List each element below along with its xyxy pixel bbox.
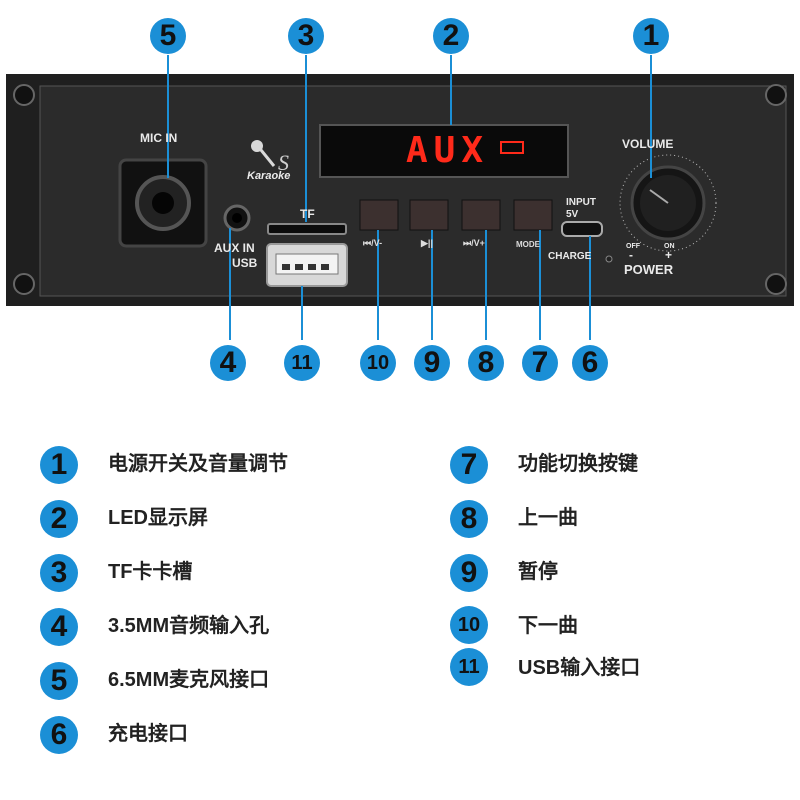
callout-11: 11 bbox=[284, 345, 320, 381]
screw-icon bbox=[13, 84, 787, 295]
legend-text-7: 功能切换按键 bbox=[518, 453, 638, 475]
next-button-label[interactable]: ⏭/V+ bbox=[463, 238, 485, 248]
callout-9: 9 bbox=[414, 345, 450, 381]
callout-7: 7 bbox=[522, 345, 558, 381]
input-voltage-label: 5V bbox=[566, 209, 579, 220]
legend-badge-9: 9 bbox=[450, 554, 488, 592]
on-label: ON bbox=[664, 243, 675, 250]
legend-text-2: LED显示屏 bbox=[108, 507, 208, 529]
legend-badge-2: 2 bbox=[40, 500, 78, 538]
legend-badge-10: 10 bbox=[450, 606, 488, 644]
control-buttons bbox=[359, 199, 553, 231]
mode-button-label[interactable]: MODE bbox=[516, 240, 540, 249]
callout-10: 10 bbox=[360, 345, 396, 381]
legend-badge-3: 3 bbox=[40, 554, 78, 592]
legend-text-5: 6.5MM麦克风接口 bbox=[108, 669, 270, 691]
charge-led bbox=[605, 255, 613, 263]
svg-text:S: S bbox=[278, 150, 289, 175]
microphone-logo-icon: S bbox=[251, 140, 289, 175]
legend-badge-8: 8 bbox=[450, 500, 488, 538]
led-display-text: AUX bbox=[406, 130, 490, 171]
callout-6: 6 bbox=[572, 345, 608, 381]
mic-in-label: MIC IN bbox=[140, 131, 178, 145]
legend-badge-6: 6 bbox=[40, 716, 78, 754]
legend-text-1: 电源开关及音量调节 bbox=[108, 453, 288, 475]
callout-4: 4 bbox=[210, 345, 246, 381]
aux-in-label: AUX IN bbox=[214, 241, 255, 255]
legend-badge-7: 7 bbox=[450, 446, 488, 484]
callout-8: 8 bbox=[468, 345, 504, 381]
volume-label: VOLUME bbox=[622, 137, 674, 151]
play-pause-button-label[interactable]: ▶|| bbox=[421, 238, 433, 248]
callout-3: 3 bbox=[288, 18, 324, 54]
plus-sign: + bbox=[665, 248, 673, 262]
input-label: INPUT bbox=[566, 197, 596, 208]
callout-2: 2 bbox=[433, 18, 469, 54]
callout-5: 5 bbox=[150, 18, 186, 54]
legend-badge-1: 1 bbox=[40, 446, 78, 484]
legend-text-11: USB输入接口 bbox=[518, 657, 641, 679]
legend-badge-5: 5 bbox=[40, 662, 78, 700]
charge-port bbox=[561, 221, 603, 237]
legend-text-8: 上一曲 bbox=[518, 507, 578, 529]
legend-text-6: 充电接口 bbox=[108, 723, 188, 745]
legend-badge-11: 11 bbox=[450, 648, 488, 686]
legend-text-4: 3.5MM音频输入孔 bbox=[108, 615, 270, 637]
legend-badge-4: 4 bbox=[40, 608, 78, 646]
led-battery-icon bbox=[500, 141, 524, 154]
usb-label: USB bbox=[232, 256, 258, 270]
charge-label: CHARGE bbox=[548, 251, 592, 262]
minus-sign: - bbox=[629, 248, 633, 262]
leader-lines bbox=[167, 55, 652, 340]
legend-text-3: TF卡卡槽 bbox=[108, 561, 193, 583]
tf-slot bbox=[267, 223, 347, 235]
callout-1: 1 bbox=[633, 18, 669, 54]
led-display bbox=[319, 124, 569, 178]
off-label: OFF bbox=[626, 243, 640, 250]
prev-button-label[interactable]: ⏮/V- bbox=[363, 238, 383, 248]
tf-label: TF bbox=[300, 207, 315, 221]
legend-text-9: 暂停 bbox=[518, 561, 558, 583]
legend-text-10: 下一曲 bbox=[518, 615, 578, 637]
power-label: POWER bbox=[624, 262, 674, 277]
brand-label: Karaoke bbox=[247, 170, 291, 182]
volume-knob-icon bbox=[619, 154, 717, 252]
